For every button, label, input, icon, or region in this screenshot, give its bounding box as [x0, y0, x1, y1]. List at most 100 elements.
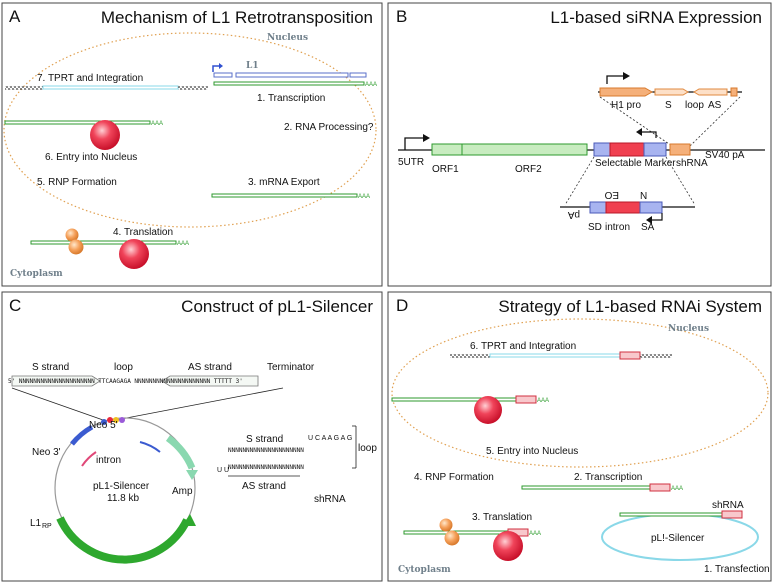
panel-c-title: Construct of pL1-Silencer — [181, 297, 373, 316]
genomic-dna-left — [5, 86, 43, 90]
cytoplasm-label: Cytoplasm — [398, 565, 451, 575]
transcribed-shrna — [649, 483, 671, 492]
step-translation: 4. Translation — [113, 227, 173, 238]
orf-protein-icon — [119, 239, 149, 269]
plasmid-shrna — [721, 510, 743, 519]
pa-marker — [119, 417, 125, 423]
map-line-right — [115, 387, 284, 421]
orf2-box — [461, 143, 588, 156]
step-tprt-integration: 7. TPRT and Integration — [37, 73, 143, 84]
hp-shrna-label: shRNA — [314, 494, 346, 505]
l1-label: L1 — [246, 61, 259, 71]
terminator-box — [730, 87, 738, 97]
step-rna-processing: 2. RNA Processing? — [284, 122, 374, 133]
step-transcription: 1. Transcription — [257, 93, 325, 104]
panel-b: B L1-based siRNA Expression H1 pro S loo… — [387, 2, 772, 287]
sd-label: SD — [588, 222, 602, 233]
l1rp-label: L1 — [30, 518, 42, 529]
5utr-promoter-arrow-icon — [404, 137, 425, 150]
shrna-label: shRNA — [712, 500, 744, 511]
neo3-arc — [70, 424, 94, 446]
l1rp-arc — [56, 516, 191, 564]
panel-d: D Strategy of L1-based RNAi System Nucle… — [387, 291, 772, 582]
hp-s-strand-label: S strand — [246, 434, 283, 445]
amp-arc — [165, 435, 196, 470]
intron-arc — [81, 451, 97, 467]
panel-c-letter: C — [9, 296, 21, 315]
selectable-marker-label: Selectable Marker — [595, 158, 676, 169]
rnp-rna — [4, 120, 151, 125]
n-label: N — [640, 191, 647, 202]
as-label: AS — [708, 100, 722, 111]
ribosome-large-icon — [444, 530, 460, 546]
loop-label: loop — [114, 362, 133, 373]
ribosome-large-icon — [68, 239, 84, 255]
h1-pro-label: H1 pro — [611, 100, 641, 111]
step-transfection: 1. Transfection — [704, 564, 770, 575]
poly-a-tail: AAA — [358, 194, 370, 200]
orf1-box — [431, 143, 463, 156]
step-transcription: 2. Transcription — [574, 472, 642, 483]
panel-a-title: Mechanism of L1 Retrotransposition — [101, 8, 373, 27]
panel-b-title: L1-based siRNA Expression — [550, 8, 762, 27]
detail-blue-right — [639, 201, 663, 214]
zoom-line-lower-left — [564, 156, 595, 206]
zoom-line-left — [599, 96, 673, 147]
step-rnp-formation: 4. RNP Formation — [414, 472, 494, 483]
l1-segment — [213, 72, 233, 78]
rnp-shrna — [515, 395, 537, 404]
intron-label: intron — [96, 455, 121, 466]
shrna-label: shRNA — [676, 158, 708, 169]
poly-a-tail: AAA — [365, 82, 377, 88]
panel-a: A Mechanism of L1 Retrotransposition Nuc… — [1, 2, 383, 287]
eo-label: EO — [604, 189, 619, 200]
neo5-label: Neo 5' — [89, 420, 118, 431]
panel-d-border — [387, 291, 772, 582]
step-tprt-integration: 6. TPRT and Integration — [470, 341, 576, 352]
neo3-label: Neo 3' — [32, 447, 61, 458]
s-strand-arrow — [654, 88, 689, 96]
sv40-pa-label: SV40 pA — [705, 150, 745, 161]
poly-a-tail: AAA — [671, 486, 683, 492]
promoter-arrow-icon — [212, 65, 220, 72]
detail-red-intron — [605, 201, 641, 214]
l1-orf2-segment — [235, 72, 349, 78]
hp-top-strand: NNNNNNNNNNNNNNNNNNNNN — [228, 447, 304, 454]
l1rp-arrowhead-icon — [182, 514, 196, 526]
poly-a-tail: AAA — [529, 531, 541, 537]
amp-arrowhead-icon — [186, 470, 198, 480]
intron-label: intron — [605, 222, 630, 233]
hp-bottom-strand: NNNNNNNNNNNNNNNNNNNNN — [228, 464, 304, 471]
nucleus-label: Nucleus — [267, 33, 308, 43]
transcript-rna — [213, 81, 365, 86]
ribosome-small-icon — [439, 518, 453, 532]
terminator-marker — [113, 417, 119, 423]
s-label: S — [665, 100, 672, 111]
as-strand-arrow — [161, 375, 259, 387]
hp-as-strand-label: AS strand — [242, 481, 286, 492]
panel-d-letter: D — [396, 296, 408, 315]
inner-neo-arc — [139, 441, 161, 453]
as-strand-label: AS strand — [188, 362, 232, 373]
rnp-protein-icon — [474, 396, 502, 424]
ribosome-small-icon — [65, 228, 79, 242]
5utr-arrowhead-icon — [423, 134, 430, 142]
panel-c: C Construct of pL1-Silencer S strand loo… — [1, 291, 383, 582]
plasmid-size: 11.8 kb — [107, 493, 139, 504]
orf1-label: ORF1 — [432, 164, 459, 175]
step-entry-nucleus: 5. Entry into Nucleus — [486, 446, 578, 457]
pa-label: pA — [567, 209, 580, 220]
rnp-protein-icon — [90, 120, 120, 150]
genomic-dna-right — [640, 354, 672, 358]
step-entry-nucleus: 6. Entry into Nucleus — [45, 152, 137, 163]
zoom-line-lower-right — [665, 156, 696, 206]
detail-arrowhead-icon — [646, 216, 652, 224]
orf2-label: ORF2 — [515, 164, 542, 175]
integrating-cdna — [489, 353, 621, 358]
genomic-dna-right — [178, 86, 208, 90]
nucleus-membrane — [3, 32, 377, 228]
integrating-shrna — [619, 351, 641, 360]
panel-b-border — [387, 2, 772, 287]
exported-mrna — [211, 193, 358, 198]
